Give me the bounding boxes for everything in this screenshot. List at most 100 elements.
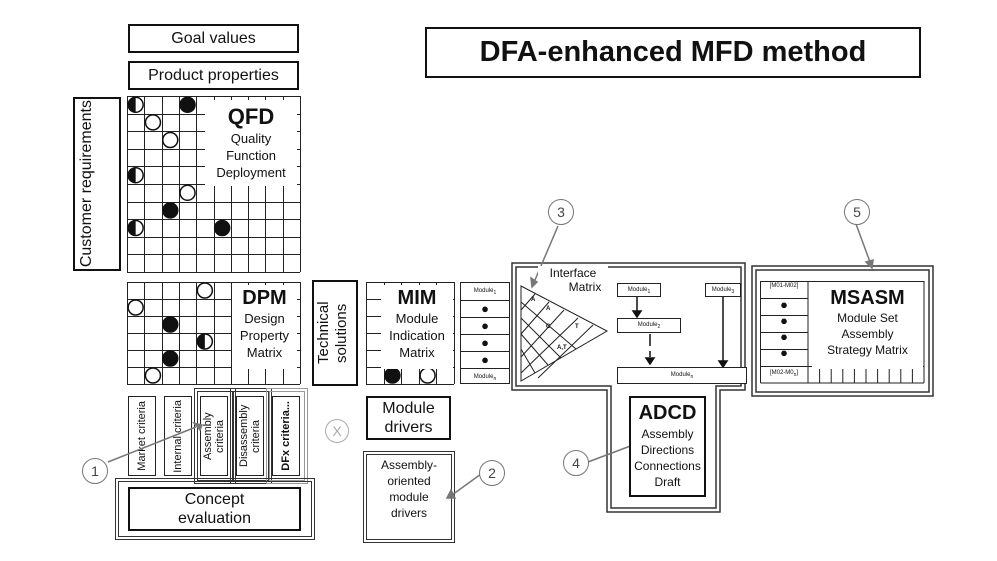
step-number-1: 1	[82, 458, 108, 484]
step-number-5-text: 5	[853, 204, 861, 220]
qfd-label-panel: QFD Quality Function Deployment	[205, 100, 297, 186]
half-circle-icon	[128, 97, 136, 113]
flow-module-2: Module2	[617, 318, 681, 333]
step-number-4-text: 4	[572, 455, 580, 471]
msasm-bottom-label: [M02-M0n]	[760, 370, 808, 378]
msasm-label-panel: MSASM Module Set Assembly Strategy Matri…	[812, 285, 923, 369]
open-circle-icon	[144, 114, 162, 131]
concept-evaluation-line2: evaluation	[178, 510, 251, 527]
product-properties-box: Product properties	[128, 61, 299, 90]
dpm-line3: Matrix	[246, 345, 283, 360]
half-circle-icon	[128, 220, 136, 236]
open-circle-icon	[162, 131, 179, 149]
open-circle-icon	[144, 367, 162, 384]
filled-circle-icon	[162, 350, 179, 367]
flow-module-n: Modulen	[617, 367, 747, 384]
msasm-line1: Module Set	[837, 311, 898, 325]
adcd-box: ADCD Assembly Directions Connections Dra…	[629, 396, 706, 497]
module-list-first: Module1	[461, 283, 509, 301]
module-list-column: Module1 ● ● ● ● Modulen	[460, 282, 510, 384]
interface-cell-a1: A	[531, 297, 536, 303]
technical-solutions-box: Technical solutions	[312, 280, 358, 386]
msasm-dot: ●	[780, 345, 788, 360]
qfd-abbr: QFD	[227, 104, 275, 129]
module-list-dot-row: ●	[461, 335, 509, 352]
open-circle-icon	[179, 184, 196, 202]
mim-line2: Indication	[389, 328, 445, 343]
assembly-module-drivers-line3: module	[389, 490, 429, 504]
diagram-title: DFA-enhanced MFD method	[425, 27, 921, 78]
msasm-line3: Strategy Matrix	[827, 343, 908, 357]
excluded-marker: X	[325, 419, 349, 443]
module-list-first-label: Module	[473, 288, 494, 294]
interface-matrix-line1: Interface	[549, 266, 597, 280]
module-list-last: Modulen	[461, 369, 509, 385]
msasm-line2: Assembly	[841, 327, 894, 341]
module-drivers-line1: Module	[382, 400, 435, 417]
adcd-line2: Directions	[640, 443, 695, 457]
qfd-line2: Function	[226, 148, 276, 163]
step-number-2-text: 2	[488, 465, 496, 481]
qfd-line1: Quality	[230, 131, 272, 146]
concept-evaluation-frame	[115, 478, 315, 540]
assembly-module-drivers-text: Assembly- oriented module drivers	[366, 457, 452, 521]
filled-circle-icon	[162, 202, 179, 219]
customer-requirements-box: Customer requirements	[73, 97, 121, 271]
mim-label-panel: MIM Module Indication Matrix	[381, 285, 453, 369]
step-number-1-text: 1	[91, 463, 99, 479]
disassembly-criteria-column: Disassembly criteria	[236, 396, 264, 476]
module-drivers-line2: drivers	[384, 419, 433, 436]
dpm-line1: Design	[244, 311, 285, 326]
internal-criteria-column: Internal criteria	[164, 396, 192, 476]
step-number-5: 5	[844, 199, 870, 225]
step-number-4: 4	[563, 450, 589, 476]
flow-module-3: Module3	[705, 283, 741, 297]
concept-evaluation-box: Concept evaluation	[128, 487, 301, 531]
interface-matrix-title: Interface Matrix	[538, 266, 608, 294]
dpm-label-panel: DPM Design Property Matrix	[232, 285, 297, 369]
goal-values-label: Goal values	[171, 29, 256, 47]
module-list-dot-row: ●	[461, 301, 509, 318]
qfd-line3: Deployment	[216, 165, 286, 180]
msasm-dot: ●	[780, 329, 788, 344]
concept-evaluation-line1: Concept	[184, 491, 245, 508]
adcd-line4: Draft	[654, 475, 681, 489]
assembly-module-drivers-line4: drivers	[390, 506, 427, 520]
dpm-line2: Property	[239, 328, 290, 343]
half-circle-icon	[197, 334, 205, 349]
filled-circle-icon	[179, 96, 196, 114]
module-list-first-sub: 1	[493, 290, 497, 297]
dpm-abbr: DPM	[242, 287, 287, 309]
module-list-dot-row: ●	[461, 352, 509, 369]
interface-cell-t: T	[575, 324, 579, 330]
dfx-criteria-highlight	[266, 388, 308, 484]
product-properties-label: Product properties	[148, 66, 279, 84]
msasm-top-label-text: [M01-M02]	[769, 283, 799, 289]
flow-module-n-sub: n	[690, 374, 694, 381]
market-criteria-column: Market criteria	[128, 396, 156, 476]
interface-matrix-line2: Matrix	[568, 280, 602, 294]
msasm-top-label: [M01-M02]	[760, 283, 808, 289]
interface-cell-c: C	[546, 324, 551, 330]
interface-cell-at: A,T	[557, 345, 567, 351]
step-number-2: 2	[479, 460, 505, 486]
msasm-dot: ●	[780, 313, 788, 328]
adcd-line3: Connections	[634, 459, 701, 473]
msasm-bottom-label-text: [M02-M0	[769, 370, 794, 376]
module-drivers-box: Module drivers	[366, 396, 451, 440]
assembly-module-drivers-line1: Assembly-	[380, 458, 437, 472]
flow-module-1-sub: 1	[647, 289, 651, 296]
msasm-bottom-label-sub: n	[793, 372, 797, 379]
module-list-dot-row: ●	[461, 318, 509, 335]
msasm-dot-column: ● ● ● ●	[760, 297, 808, 361]
step-number-3-text: 3	[557, 204, 565, 220]
flow-module-2-sub: 2	[657, 324, 661, 331]
open-circle-icon	[196, 282, 214, 299]
half-circle-icon	[128, 167, 136, 183]
adcd-abbr: ADCD	[638, 402, 697, 424]
mim-line1: Module	[395, 311, 439, 326]
module-list-last-sub: n	[493, 376, 497, 383]
mim-line3: Matrix	[399, 345, 435, 360]
